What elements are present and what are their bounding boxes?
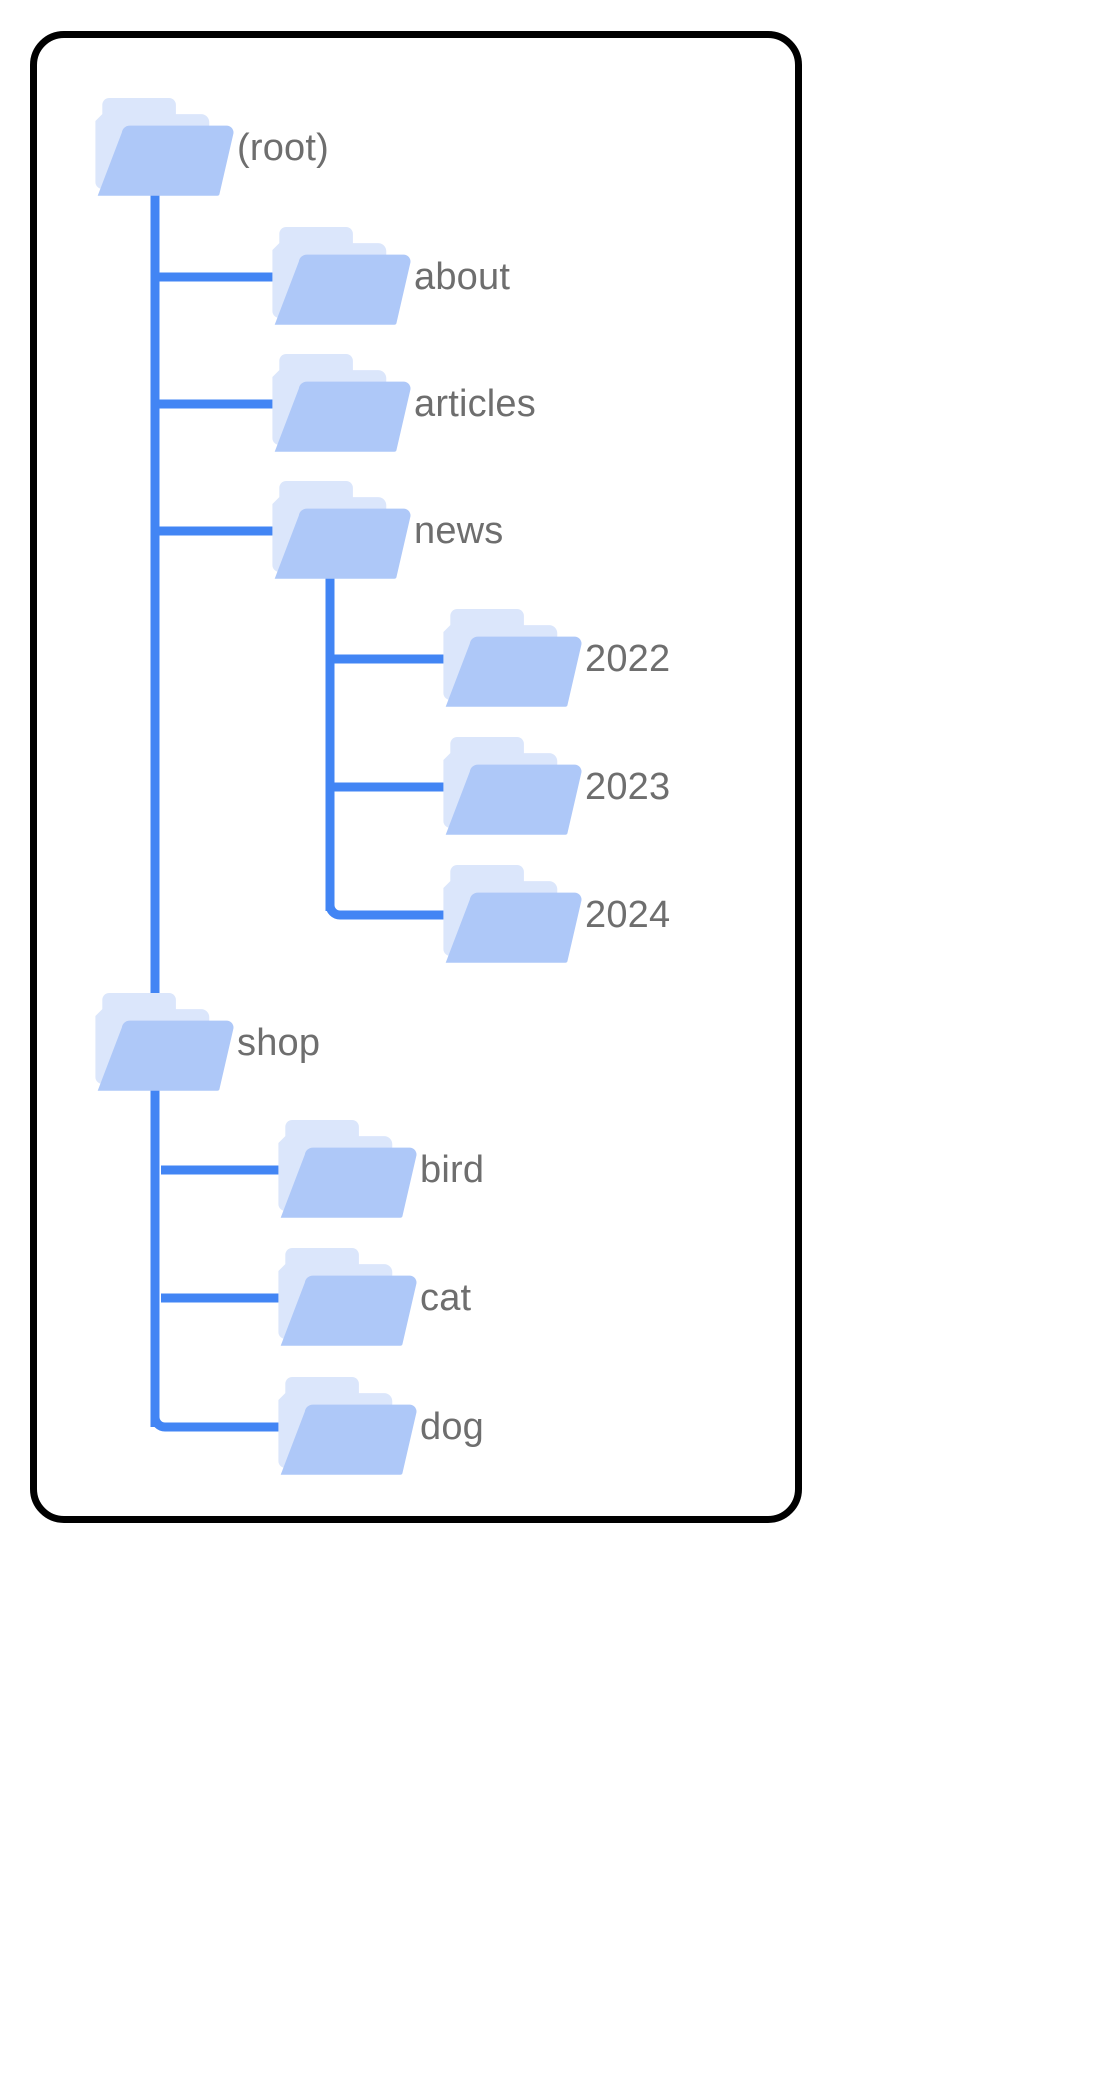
node-label-root[interactable]: (root)	[237, 127, 329, 169]
tree-connectors	[150, 172, 452, 1432]
node-label-dog[interactable]: dog	[420, 1406, 485, 1448]
edge-news-2024	[325, 860, 452, 920]
node-label-bird[interactable]: bird	[420, 1149, 485, 1191]
folder-icon-2022[interactable]	[443, 609, 582, 707]
node-label-news[interactable]: news	[414, 510, 504, 552]
folder-icon-about[interactable]	[272, 227, 411, 325]
node-label-2024[interactable]: 2024	[585, 894, 671, 936]
node-label-2022[interactable]: 2022	[585, 638, 671, 680]
folder-icon-2023[interactable]	[443, 737, 582, 835]
folder-icon-dog[interactable]	[278, 1377, 417, 1475]
node-label-cat[interactable]: cat	[420, 1277, 472, 1319]
folder-icon-articles[interactable]	[272, 354, 411, 452]
node-label-about[interactable]: about	[414, 256, 511, 298]
folder-icon-2024[interactable]	[443, 865, 582, 963]
folder-icon-shop[interactable]	[95, 993, 234, 1091]
node-label-articles[interactable]: articles	[414, 383, 536, 425]
folder-icon-news[interactable]	[272, 481, 411, 579]
folder-icon-cat[interactable]	[278, 1248, 417, 1346]
node-label-2023[interactable]: 2023	[585, 766, 671, 808]
folder-icon-root[interactable]	[95, 98, 234, 196]
edge-shop-dog	[150, 1372, 287, 1432]
folder-icon-bird[interactable]	[278, 1120, 417, 1218]
node-label-shop[interactable]: shop	[237, 1022, 321, 1064]
